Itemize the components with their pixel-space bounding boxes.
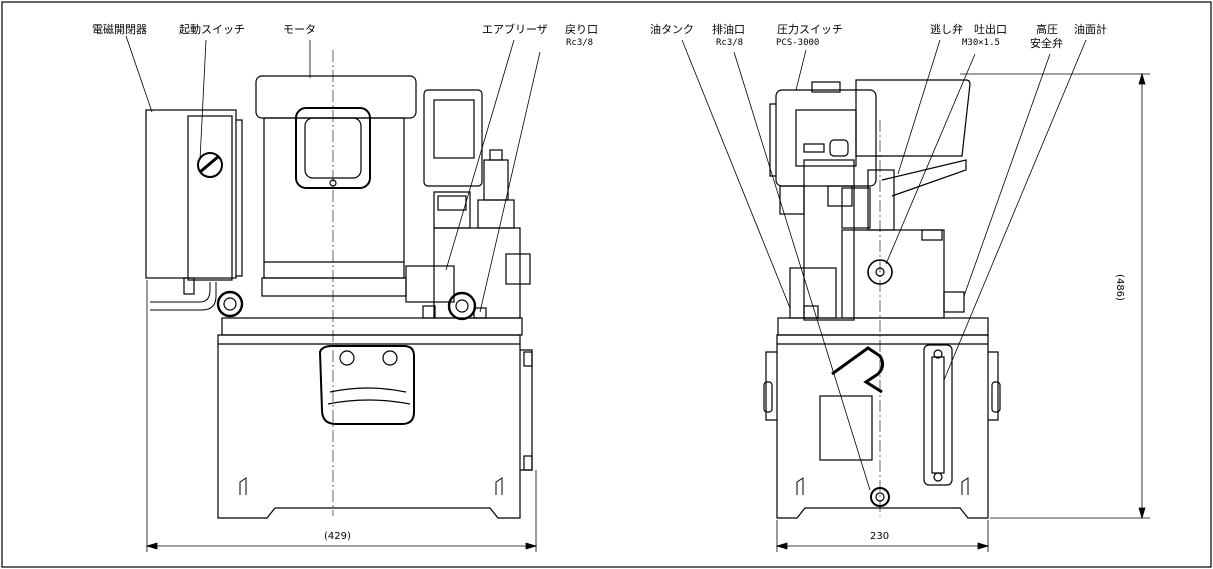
dimension-lines: [145, 72, 1150, 552]
dimension-right-height: (486): [1113, 274, 1125, 301]
dimension-left-width: (429): [324, 531, 351, 542]
left-tank-handle: [318, 345, 415, 425]
maker-logo: [831, 346, 885, 394]
label-pressure-switch: 圧力スイッチ: [777, 23, 843, 36]
dimension-right-width: 230: [870, 531, 890, 542]
drain-port-size: Rc3/8: [716, 38, 744, 48]
label-discharge-port: 吐出口: [974, 23, 1007, 36]
discharge-port-size: M30×1.5: [962, 38, 1000, 48]
pressure-switch-model: PCS-3000: [776, 38, 820, 48]
label-safety-valve: 安全弁: [1030, 37, 1063, 50]
oil-gauge-frame: [923, 344, 953, 486]
right-oil-tank: [776, 334, 989, 519]
right-view-unit: [763, 79, 1001, 519]
left-view-unit: [145, 75, 533, 519]
label-motor: モータ: [283, 23, 316, 36]
pressure-switch-housing: [775, 89, 877, 187]
label-drain-port: 排油口: [712, 23, 745, 36]
return-port-size: Rc3/8: [566, 38, 594, 48]
magnetic-switch-box: [145, 109, 237, 279]
label-oil-gauge: 油面計: [1074, 23, 1107, 36]
label-relief-valve: 逃し弁: [930, 23, 963, 36]
label-oil-tank: 油タンク: [650, 23, 694, 36]
motor-body: [263, 117, 405, 279]
label-start-switch: 起動スイッチ: [179, 23, 245, 36]
left-base-plate: [221, 317, 523, 336]
left-pressure-switch: [423, 89, 483, 187]
left-oil-tank: [217, 334, 521, 519]
label-return-port: 戻り口: [565, 23, 598, 36]
label-magnetic-switch: 電磁開閉器: [92, 23, 147, 36]
right-valve-block: [841, 229, 945, 319]
left-valve-block: [433, 227, 521, 319]
motor-cap: [255, 75, 417, 119]
leader-lines: [125, 35, 1087, 491]
label-high-pressure: 高圧: [1036, 23, 1058, 36]
label-air-breather: エアブリーザ: [482, 23, 548, 36]
